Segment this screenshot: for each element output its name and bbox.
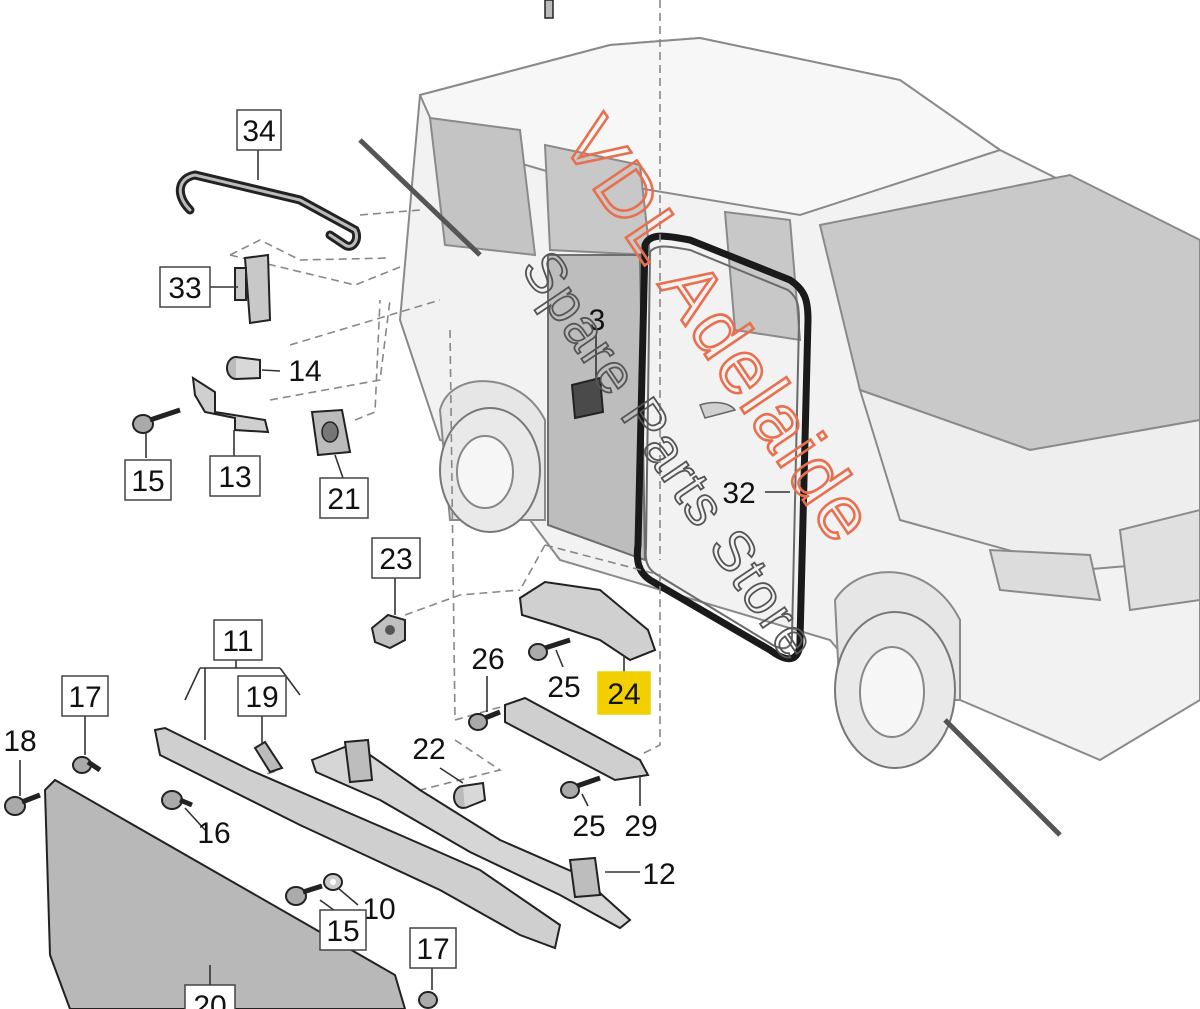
callout-label-c17b: 17 xyxy=(416,933,449,966)
callout-label-c19: 19 xyxy=(245,681,278,714)
part-24-roller-guide xyxy=(518,580,657,662)
callout-box-c15b xyxy=(319,909,367,951)
callout-c34: 34 xyxy=(236,109,282,151)
callout-box-c13 xyxy=(209,455,261,497)
callout-label-c13: 13 xyxy=(218,461,251,494)
callout-c26: 26 xyxy=(471,643,504,676)
callout-box-c15a xyxy=(124,459,172,501)
callout-label-c14: 14 xyxy=(288,355,321,388)
part-26-bolt xyxy=(468,709,501,731)
callout-c29: 29 xyxy=(624,810,657,843)
callout-label-c12: 12 xyxy=(642,858,675,891)
callout-label-c3: 3 xyxy=(589,304,606,337)
part-15-bolt-upper xyxy=(132,407,181,434)
callout-box-c21 xyxy=(319,477,369,519)
door-seal-32 xyxy=(633,232,812,663)
part-15-bolt-lower xyxy=(285,883,323,906)
part-23-clip xyxy=(370,613,406,650)
callout-label-c18: 18 xyxy=(3,725,36,758)
callout-c22: 22 xyxy=(412,733,445,766)
callout-box-c34 xyxy=(236,109,282,151)
callout-labels: 34 33 14 15 13 21 3 32 23 11 26 25 24 17 19 18 22 25 29 16 1… xyxy=(3,109,756,1009)
part-16-clip xyxy=(161,790,193,810)
callout-c25a: 25 xyxy=(547,671,580,704)
part-20-cover-panel xyxy=(43,778,407,1009)
callout-c15b: 15 xyxy=(319,909,367,951)
part-17-clip-upper xyxy=(72,756,102,774)
callout-c21: 21 xyxy=(319,477,369,519)
part-14-bush xyxy=(226,356,261,380)
part-19-bracket xyxy=(253,740,284,774)
callout-label-c26: 26 xyxy=(471,643,504,676)
callout-c17a: 17 xyxy=(61,675,109,717)
part-10-washer xyxy=(323,873,343,891)
callout-label-c20: 20 xyxy=(193,990,226,1009)
callout-c16: 16 xyxy=(197,817,230,850)
callout-label-c10: 10 xyxy=(362,893,395,926)
part-3-handle-insert xyxy=(570,376,605,420)
front-wheel xyxy=(834,611,956,769)
callout-label-c33: 33 xyxy=(168,272,201,305)
callout-label-c25a: 25 xyxy=(547,671,580,704)
callout-label-c15b: 15 xyxy=(326,915,359,948)
callout-box-c33 xyxy=(159,266,211,308)
callout-label-c16: 16 xyxy=(197,817,230,850)
callout-c15a: 15 xyxy=(124,459,172,501)
dashed-leader-lines xyxy=(229,0,661,801)
part-21-clip xyxy=(310,408,352,457)
callout-box-c17b xyxy=(409,927,457,969)
callout-label-c22: 22 xyxy=(412,733,445,766)
callout-box-c20 xyxy=(184,984,236,1009)
callout-label-c24: 24 xyxy=(607,678,640,711)
callout-c20: 20 xyxy=(184,984,236,1009)
callout-box-c19 xyxy=(237,675,287,717)
callout-label-c17a: 17 xyxy=(68,681,101,714)
part-13-bracket xyxy=(191,376,270,434)
part-22-bush xyxy=(453,781,487,809)
callout-label-c34: 34 xyxy=(242,115,275,148)
callout-label-c11: 11 xyxy=(222,625,253,658)
callout-c3: 3 xyxy=(589,304,606,337)
part-25-bolt-lower xyxy=(560,775,601,799)
part-18-bolt xyxy=(4,792,41,816)
part-29-lower-bracket xyxy=(504,696,650,782)
part-25-bolt-upper xyxy=(528,637,571,661)
callout-label-c25b: 25 xyxy=(572,810,605,843)
callout-c13: 13 xyxy=(209,455,261,497)
callout-label-c23: 23 xyxy=(379,543,412,576)
callout-label-c21: 21 xyxy=(327,483,360,516)
callout-box-c17a xyxy=(61,675,109,717)
callout-c10: 10 xyxy=(362,893,395,926)
callout-c33: 33 xyxy=(159,266,211,308)
part-11-guide-rail xyxy=(153,726,562,950)
callout-box-c24 xyxy=(597,671,651,715)
part-17-clip-lower xyxy=(418,991,438,1009)
rear-wheel xyxy=(439,407,541,533)
callout-box-c23 xyxy=(371,537,421,579)
callout-label-c32: 32 xyxy=(722,477,755,510)
callout-c17b: 17 xyxy=(409,927,457,969)
callout-c11: 11 xyxy=(213,619,263,661)
callout-label-c29: 29 xyxy=(624,810,657,843)
callout-c23: 23 xyxy=(371,537,421,579)
part-33-bracket xyxy=(234,253,272,325)
callout-c32: 32 xyxy=(722,477,755,510)
part-screw-top xyxy=(544,0,554,19)
callout-c12: 12 xyxy=(642,858,675,891)
callout-c24: 24 xyxy=(597,671,651,715)
callout-c18: 18 xyxy=(3,725,36,758)
callout-box-c11 xyxy=(213,619,263,661)
callout-label-c15a: 15 xyxy=(131,465,164,498)
callout-c14: 14 xyxy=(288,355,321,388)
callout-c19: 19 xyxy=(237,675,287,717)
callout-c25b: 25 xyxy=(572,810,605,843)
